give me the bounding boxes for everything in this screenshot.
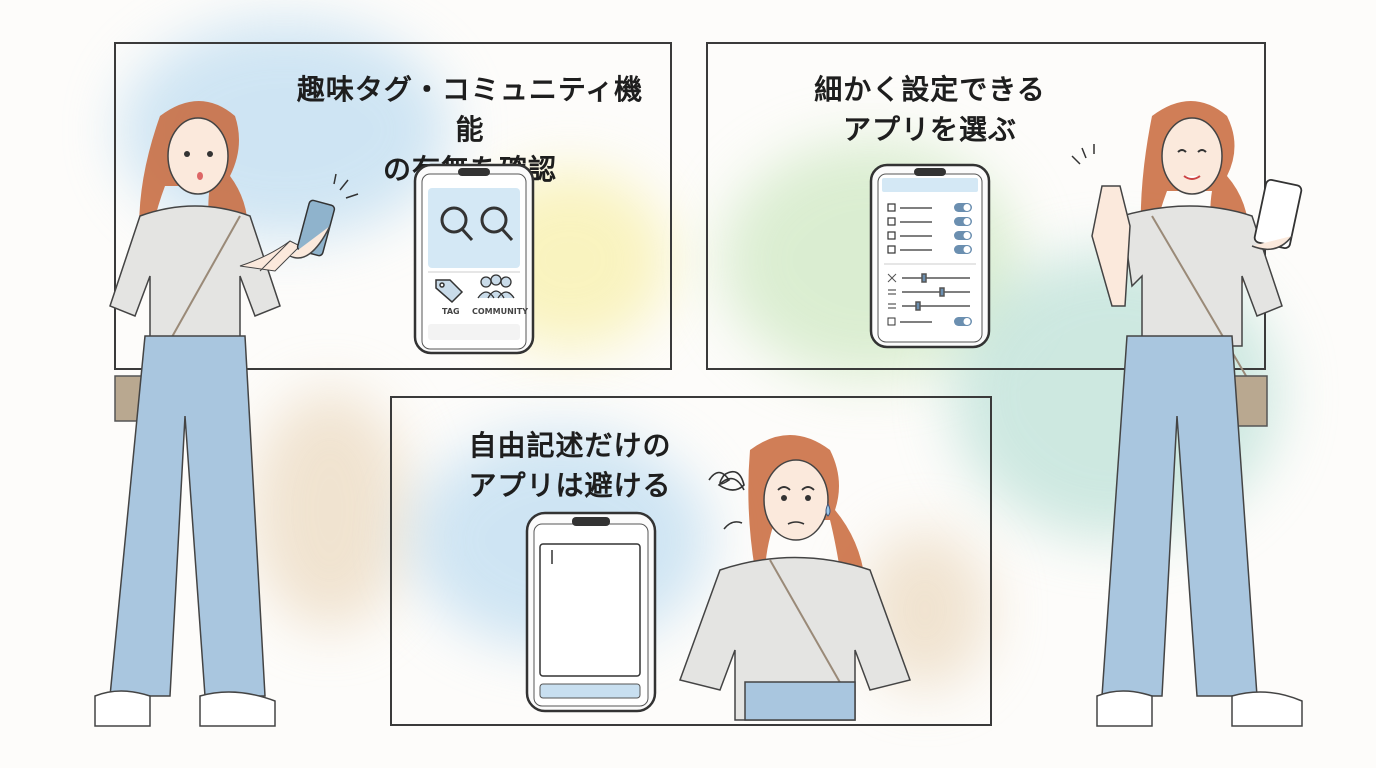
- checkbox-icon: [887, 203, 896, 254]
- woman-bottom-worried: [679, 435, 911, 721]
- caption-bottom-line1: 自由記述だけの: [468, 429, 672, 462]
- sparkle-icon: [887, 273, 897, 283]
- caption-top-right-line1: 細かく設定できる: [814, 73, 1046, 106]
- tag-label: TAG: [442, 307, 460, 316]
- slider-icon: [902, 273, 970, 311]
- free-text-box: [539, 543, 641, 677]
- phone-free-text: [525, 511, 657, 713]
- community-label: COMMUNITY: [472, 307, 528, 316]
- woman-left-pointing: [94, 101, 359, 727]
- phone-tags-community: TAG COMMUNITY: [413, 163, 535, 355]
- phone-settings: [869, 163, 991, 349]
- sweat-drop-icon: [825, 502, 831, 517]
- community-icon: [477, 274, 515, 299]
- scribble-icon: [708, 470, 745, 491]
- held-phone-settings: [1253, 178, 1303, 250]
- toggle-icon: [954, 203, 972, 254]
- notification-lines: [333, 173, 359, 199]
- worry-lines: [723, 521, 743, 530]
- woman-right-thumbs-up: [1071, 101, 1303, 727]
- caption-bottom: 自由記述だけの アプリは避ける: [450, 426, 690, 506]
- caption-top-left-line1: 趣味タグ・コミュニティ機能: [296, 73, 644, 146]
- watercolor-tan-wash-left: [250, 390, 410, 630]
- caption-top-right: 細かく設定できる アプリを選ぶ: [790, 70, 1070, 150]
- caption-bottom-line2: アプリは避ける: [468, 469, 672, 502]
- magnifier-icon: [440, 206, 514, 242]
- caption-top-right-line2: アプリを選ぶ: [842, 113, 1017, 146]
- thumbs-up-hand: [1091, 185, 1131, 307]
- sparkle-lines: [1071, 144, 1095, 165]
- search-feature-box: [428, 188, 520, 268]
- panel-top-left: [114, 42, 672, 370]
- tag-icon: [435, 279, 464, 304]
- panel-bottom: [390, 396, 992, 726]
